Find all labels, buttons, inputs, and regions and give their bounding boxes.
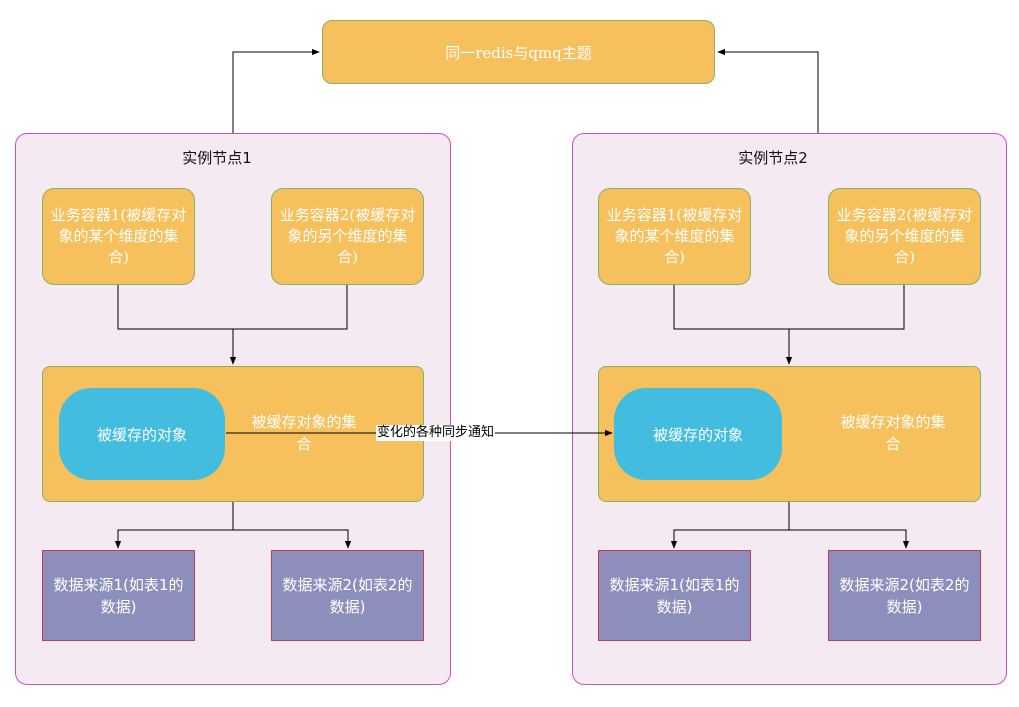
data-source-1-node-1: 数据来源1(如表1的数据) bbox=[42, 550, 195, 641]
shared-topic: 同一redis与qmq主题 bbox=[322, 20, 715, 84]
cached-object-node-2: 被缓存的对象 bbox=[614, 388, 782, 480]
instance-node-1-title: 实例节点1 bbox=[182, 149, 252, 167]
data-source-1-node-2: 数据来源1(如表1的数据) bbox=[598, 550, 751, 641]
data-source-2-node-1: 数据来源2(如表2的数据) bbox=[271, 550, 424, 641]
node-2-to-topic-arrow bbox=[717, 48, 819, 133]
business-container-2-node-2: 业务容器2(被缓存对象的另个维度的集合) bbox=[828, 188, 981, 285]
cached-object-set-label-node-2: 被缓存对象的集合 bbox=[840, 413, 946, 453]
node-2-set-to-source-2 bbox=[789, 529, 910, 549]
node-2-set-to-sources bbox=[670, 502, 790, 549]
cached-object-node-1: 被缓存的对象 bbox=[59, 388, 225, 480]
node-2-container-merge bbox=[673, 285, 905, 330]
sync-notification-label: 变化的各种同步通知 bbox=[376, 425, 496, 441]
node-1-to-topic-arrow bbox=[232, 48, 320, 133]
business-container-2-node-1: 业务容器2(被缓存对象的另个维度的集合) bbox=[271, 188, 424, 285]
data-source-2-node-2: 数据来源2(如表2的数据) bbox=[828, 550, 981, 641]
business-container-1-node-2: 业务容器1(被缓存对象的某个维度的集合) bbox=[598, 188, 751, 285]
instance-node-2-title: 实例节点2 bbox=[738, 149, 808, 167]
business-container-1-node-1: 业务容器1(被缓存对象的某个维度的集合) bbox=[42, 188, 195, 285]
node-1-set-to-sources bbox=[114, 502, 234, 549]
cached-object-set-label-node-1: 被缓存对象的集合 bbox=[251, 413, 357, 453]
node-1-container-merge bbox=[117, 285, 348, 330]
node-1-set-to-source-2 bbox=[233, 529, 352, 549]
